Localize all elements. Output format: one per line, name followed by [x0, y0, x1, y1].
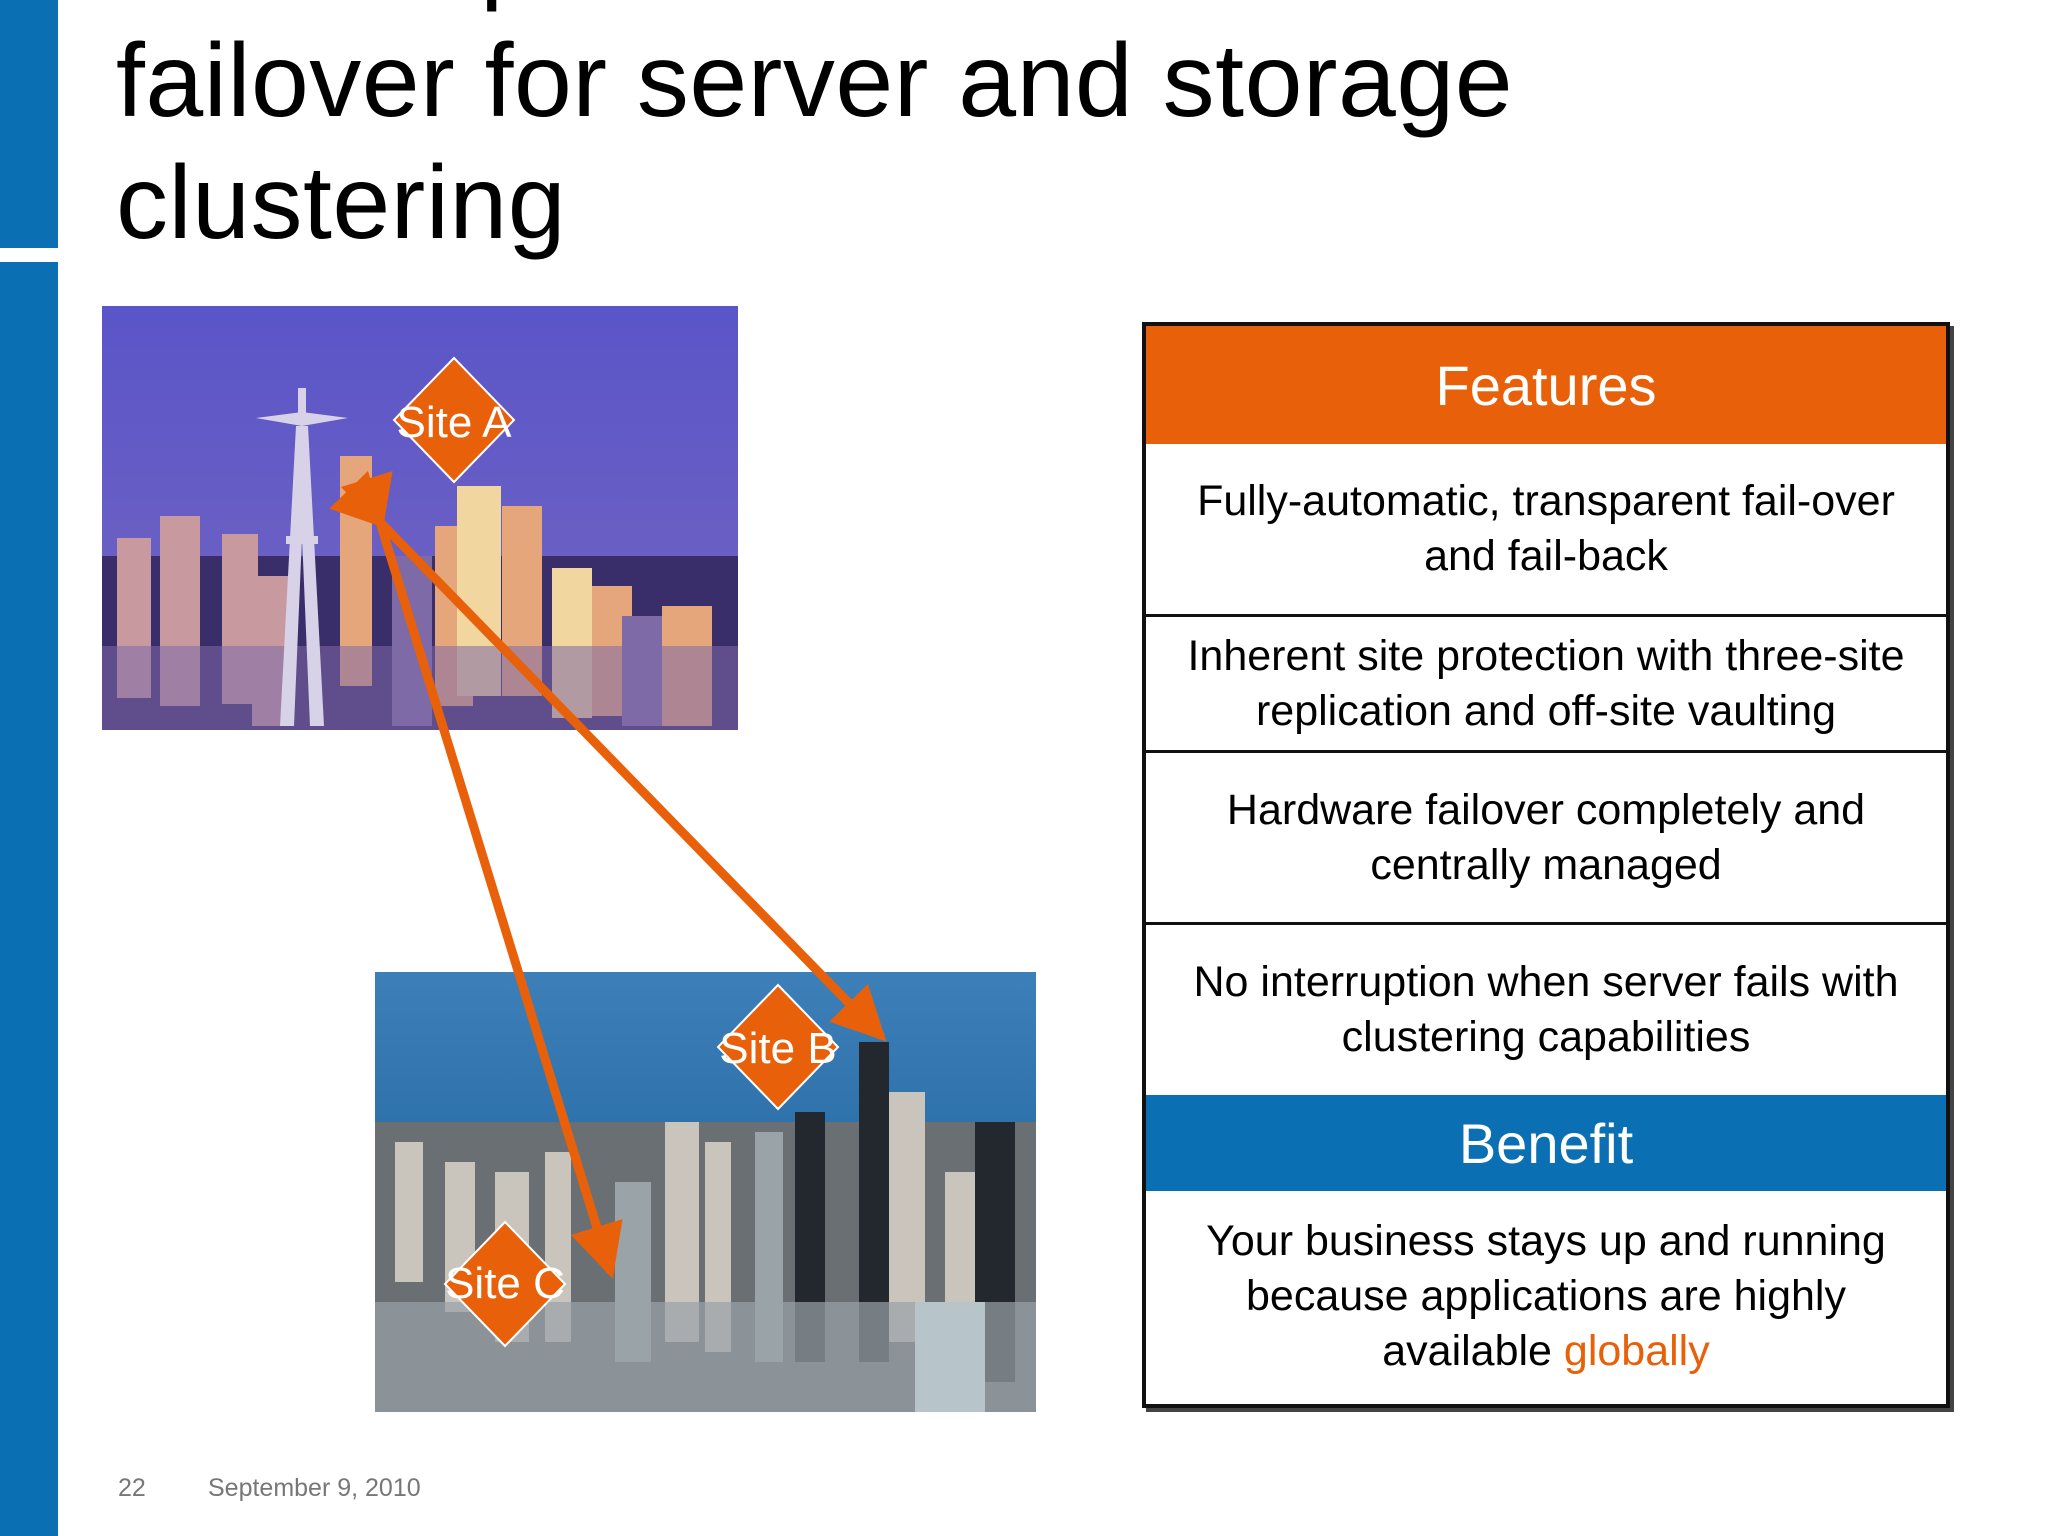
features-benefit-table: Features Fully-automatic, transparent fa…	[1142, 322, 1950, 1408]
benefit-row: Your business stays up and running becau…	[1146, 1191, 1946, 1401]
benefit-text: Your business stays up and running becau…	[1206, 1216, 1886, 1375]
feature-row: Hardware failover completely and central…	[1146, 753, 1946, 925]
site-a-city-photo	[102, 306, 738, 730]
feature-row: Fully-automatic, transparent fail-over a…	[1146, 444, 1946, 617]
title-clipped-line: Geo-dispersed	[116, 0, 798, 16]
benefit-header: Benefit	[1146, 1095, 1946, 1191]
left-accent-bar-bottom	[0, 262, 58, 1536]
benefit-highlight: globally	[1563, 1326, 1710, 1375]
feature-row: No interruption when server fails with c…	[1193, 958, 1899, 1061]
page-number: 22	[118, 1474, 146, 1502]
feature-row: Inherent site protection with three-site…	[1146, 617, 1946, 753]
slide-date: September 9, 2010	[208, 1474, 421, 1502]
slide-title: failover for server and storage clusteri…	[116, 23, 1514, 261]
left-accent-bar-top	[0, 0, 58, 248]
features-header: Features	[1146, 326, 1946, 444]
site-b-c-city-photo	[375, 972, 1036, 1412]
